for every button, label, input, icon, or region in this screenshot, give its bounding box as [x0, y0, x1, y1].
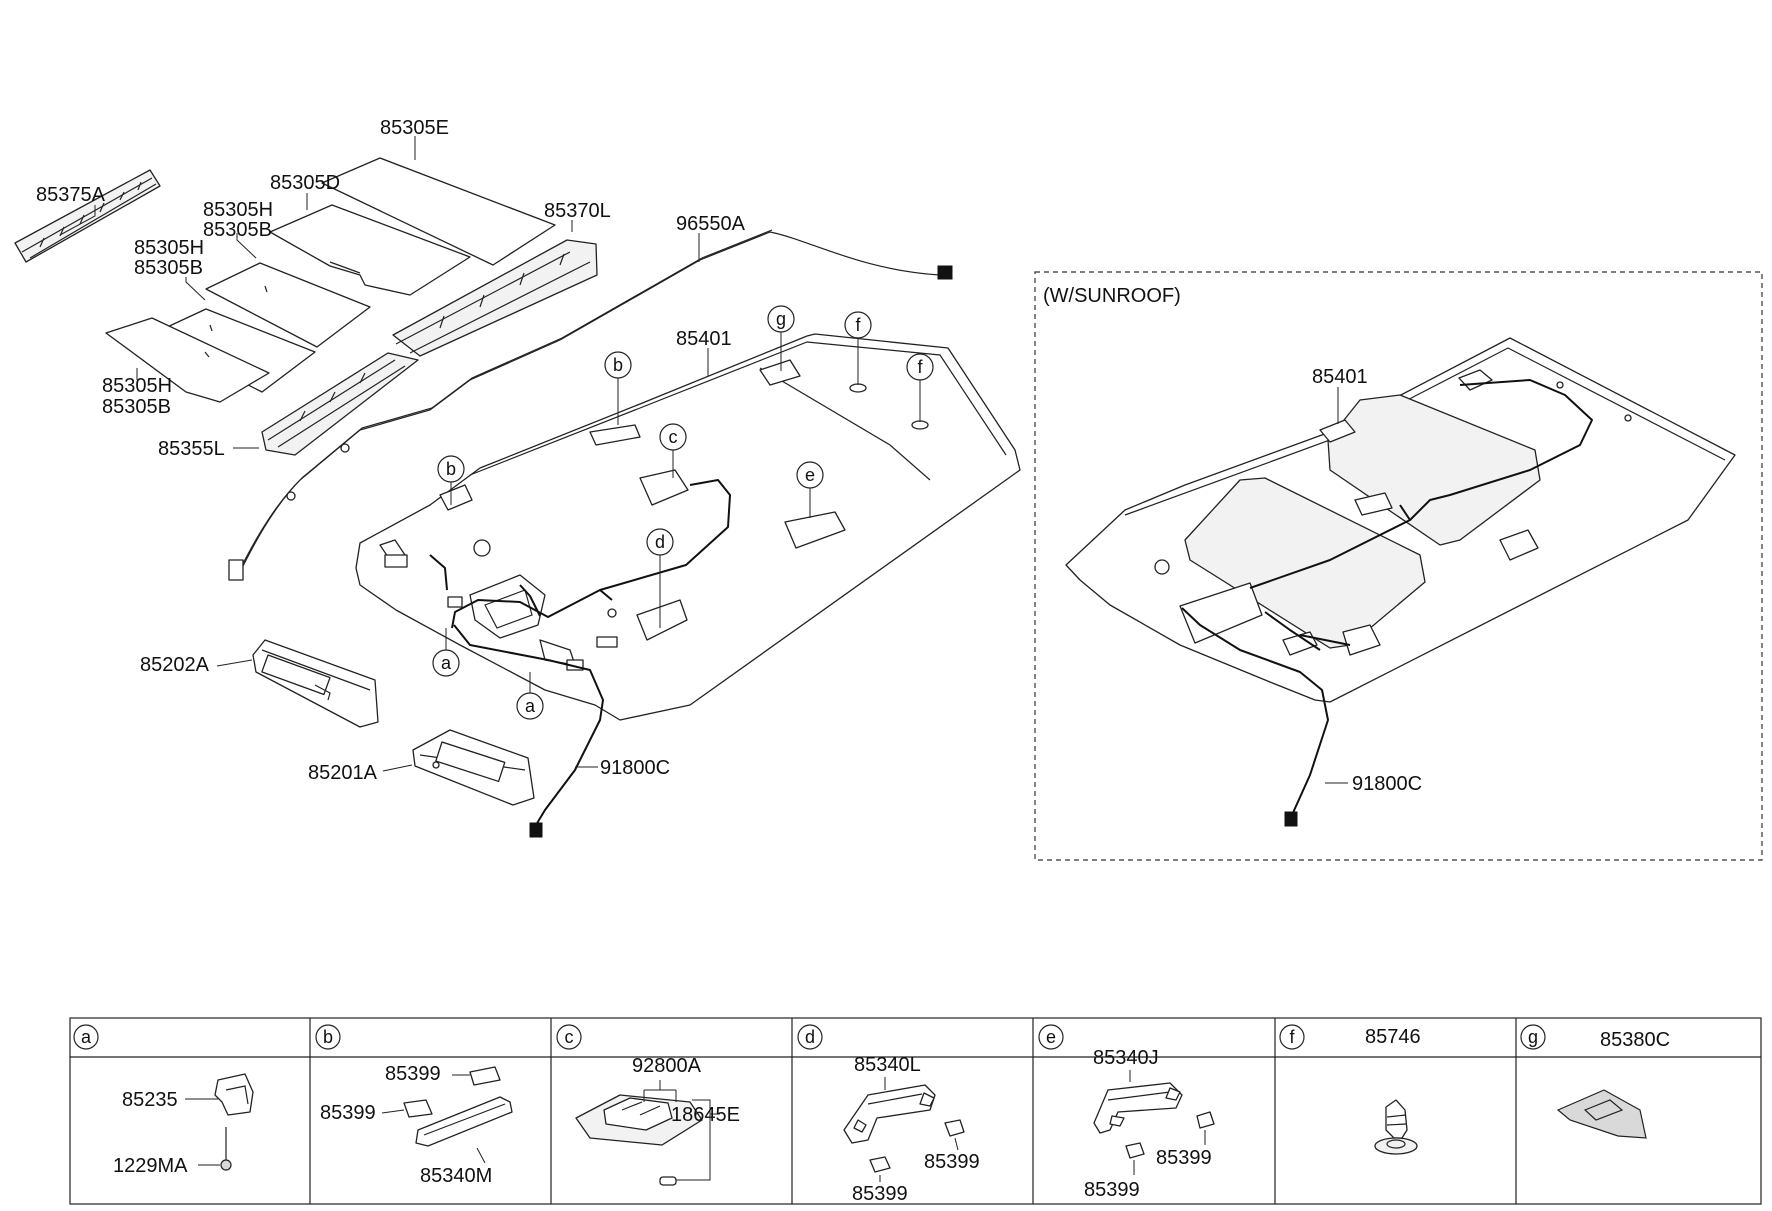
callout-b-1: b: [613, 355, 623, 375]
callout-a-1: a: [441, 653, 452, 673]
label-85375a: 85375A: [36, 184, 106, 206]
sunroof-label-91800c: 91800C: [1352, 773, 1422, 795]
legend-d-85399-2: 85399: [852, 1183, 908, 1205]
roof-pads: [105, 157, 556, 403]
label-91800c: 91800C: [600, 757, 670, 779]
legend-part-85380c: 85380C: [1600, 1029, 1670, 1051]
legend-part-85746: 85746: [1365, 1026, 1421, 1048]
legend-cell-b: 85399 85399 85340M: [320, 1063, 513, 1187]
front-rail-85375a: [14, 169, 161, 263]
sun-visor-85202a: [252, 639, 379, 728]
sun-visor-85201a: [412, 729, 535, 806]
legend-headers: a b c d e f g 85746 85380C: [73, 1024, 1670, 1051]
callout-d: d: [655, 532, 665, 552]
main-labels: 85305E 85305D 85375A 85305H 85305B 85370…: [36, 117, 746, 784]
label-85305h-2: 85305H: [134, 237, 204, 259]
rear-rail-85370l: [392, 239, 598, 357]
label-85202a: 85202A: [140, 654, 210, 676]
callout-f-1: f: [855, 315, 861, 335]
wiring-91800c: [429, 479, 731, 838]
legend-d-85399-1: 85399: [924, 1151, 980, 1173]
legend-letter-d: d: [805, 1027, 815, 1047]
legend-letter-b: b: [323, 1027, 333, 1047]
label-85305h-1: 85305H: [203, 199, 273, 221]
main-view: 85305E 85305D 85375A 85305H 85305B 85370…: [14, 117, 1021, 838]
sunroof-view: (W/SUNROOF) 85401 91800C: [1034, 271, 1763, 861]
legend-c-92800a: 92800A: [632, 1055, 702, 1077]
legend-e-85399-2: 85399: [1084, 1179, 1140, 1201]
callout-stems: [445, 332, 921, 693]
legend-d-85340l: 85340L: [854, 1054, 921, 1076]
label-85305b-2: 85305B: [134, 257, 203, 279]
legend-b-85399-2: 85399: [320, 1102, 376, 1124]
label-85305h-3: 85305H: [102, 375, 172, 397]
label-85305d: 85305D: [270, 172, 340, 194]
callout-e: e: [805, 465, 815, 485]
legend-e-85399-1: 85399: [1156, 1147, 1212, 1169]
legend-letter-f: f: [1289, 1027, 1295, 1047]
legend-cell-d: 85340L 85399 85399: [843, 1054, 980, 1205]
legend-cell-a: 85235 1229MA: [113, 1073, 254, 1177]
callout-b-2: b: [446, 459, 456, 479]
label-85370l: 85370L: [544, 200, 611, 222]
legend-e-85340j: 85340J: [1093, 1047, 1159, 1069]
callout-g: g: [776, 309, 786, 329]
main-callouts: g f f b b c e d a a: [432, 305, 934, 720]
legend-table: a b c d e f g 85746 85380C 85235 1229MA: [69, 1017, 1762, 1205]
legend-letter-e: e: [1046, 1027, 1056, 1047]
label-85305e: 85305E: [380, 117, 449, 139]
label-85305b-1: 85305B: [203, 219, 272, 241]
legend-letter-c: c: [565, 1027, 574, 1047]
legend-a-85235: 85235: [122, 1089, 178, 1111]
legend-cell-f: [1374, 1099, 1418, 1155]
legend-cell-c: 92800A 18645E: [575, 1055, 740, 1186]
sunroof-title: (W/SUNROOF): [1043, 285, 1181, 307]
sunroof-label-85401: 85401: [1312, 366, 1368, 388]
label-85401: 85401: [676, 328, 732, 350]
callout-f-2: f: [917, 357, 923, 377]
sunroof-frame: [1034, 271, 1763, 861]
legend-c-18645e: 18645E: [671, 1104, 740, 1126]
legend-b-85340m: 85340M: [420, 1165, 492, 1187]
antenna-cable-96550a: [228, 229, 953, 581]
callout-c: c: [669, 427, 678, 447]
label-85201a: 85201A: [308, 762, 378, 784]
label-96550a: 96550A: [676, 213, 746, 235]
leader-lines: [59, 136, 709, 772]
callout-a-2: a: [525, 696, 536, 716]
legend-letter-g: g: [1528, 1027, 1538, 1047]
label-85305b-3: 85305B: [102, 396, 171, 418]
legend-a-1229ma: 1229MA: [113, 1155, 188, 1177]
side-rail-85355l: [261, 352, 419, 456]
legend-cell-e: 85340J 85399 85399: [1084, 1047, 1215, 1201]
label-85355l: 85355L: [158, 438, 225, 460]
legend-b-85399-1: 85399: [385, 1063, 441, 1085]
legend-cell-g: [1556, 1089, 1647, 1139]
legend-letter-a: a: [81, 1027, 92, 1047]
